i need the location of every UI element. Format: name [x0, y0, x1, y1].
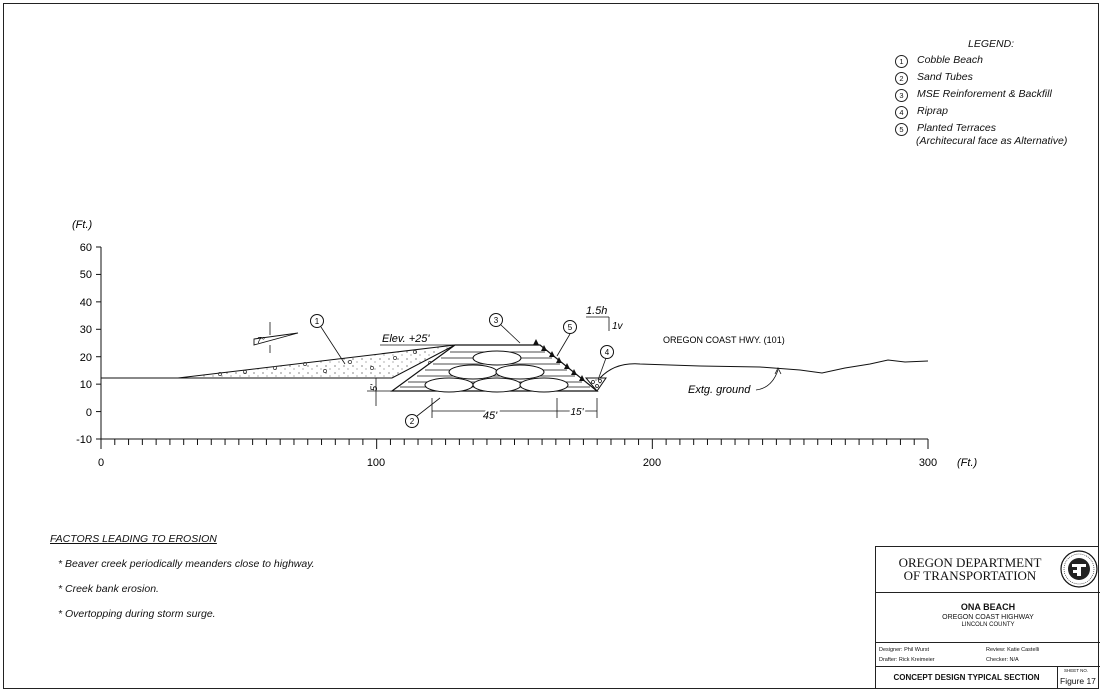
legend-label: Riprap [917, 105, 948, 117]
legend-label: MSE Reinforement & Backfill [917, 88, 1052, 100]
legend: LEGEND: 1 Cobble Beach 2 Sand Tubes 3 MSE R… [895, 38, 1095, 147]
dimension-5-label: 5' [369, 384, 379, 391]
title-block: OREGON DEPARTMENT OF TRANSPORTATION ONA … [875, 546, 1100, 689]
sheet-border [3, 3, 1099, 689]
y-tick-label: 10 [80, 379, 92, 391]
ground-leader [755, 369, 779, 391]
x-tick-label: 300 [919, 457, 937, 469]
legend-item-sub: (Architecural face as Alternative) [916, 135, 1068, 147]
callout-1 [310, 314, 324, 328]
callout-3-label: 3 [494, 316, 499, 325]
y-tick-label: -10 [76, 434, 92, 446]
legend-num: 2 [895, 72, 908, 85]
beach-angle-symbol [253, 332, 299, 346]
sheet-no-label: SHEET NO. [1064, 668, 1089, 673]
legend-num: 3 [895, 89, 908, 102]
ground-label: Extg. ground [688, 384, 751, 396]
erosion-factor: * Creek bank erosion. [58, 583, 159, 595]
y-axis-unit: (Ft.) [72, 219, 92, 231]
crew-info: Designer: Phil Wurst Review: Katie Caste… [876, 643, 1100, 667]
planted-terraces [533, 339, 585, 381]
sheet-footer: CONCEPT DESIGN TYPICAL SECTION SHEET NO.… [876, 667, 1100, 689]
callout-2 [405, 414, 419, 428]
x-axis-unit: (Ft.) [957, 457, 977, 469]
callout-5-label: 5 [568, 323, 573, 332]
legend-num: 4 [895, 106, 908, 119]
legend-item: 3 MSE Reinforement & Backfill [895, 88, 1095, 105]
x-tick-label: 100 [367, 457, 385, 469]
dimension-15-label: 15' [570, 407, 584, 418]
x-tick-label: 0 [98, 457, 104, 469]
erosion-factor: * Overtopping during storm surge. [58, 608, 216, 620]
project-highway: OREGON COAST HIGHWAY [942, 614, 1034, 621]
existing-ground-line [599, 359, 929, 379]
slope-h-label: 1.5h [586, 305, 607, 317]
y-tick-label: 20 [80, 352, 92, 364]
drafter: Drafter: Rick Kreimeier [879, 657, 935, 663]
legend-item: 5 Planted Terraces [895, 122, 1095, 139]
legend-num: 5 [895, 123, 908, 136]
dimension-45-label: 45' [483, 410, 498, 422]
callout-5 [563, 320, 577, 334]
callout-4 [600, 345, 614, 359]
sand-tubes [424, 350, 569, 393]
elevation-label: Elev. +25' [382, 333, 430, 345]
erosion-factors-title: FACTORS LEADING TO EROSION [50, 533, 217, 545]
beach-angle-label: 7° [257, 336, 265, 345]
figure-number: Figure 17 [1060, 676, 1096, 686]
legend-item: 4 Riprap [895, 105, 1095, 122]
legend-item: 2 Sand Tubes [895, 71, 1095, 88]
callout-3 [489, 313, 503, 327]
erosion-factor: * Beaver creek periodically meanders clo… [58, 558, 315, 570]
callout-1-label: 1 [315, 317, 320, 326]
legend-num: 1 [895, 55, 908, 68]
agency-line-1: OREGON DEPARTMENT [898, 555, 1042, 570]
odot-seal-icon [1060, 550, 1098, 588]
legend-label: Sand Tubes [917, 71, 973, 83]
project-county: LINCOLN COUNTY [961, 622, 1015, 628]
agency-header: OREGON DEPARTMENT OF TRANSPORTATION [876, 547, 1100, 593]
callout-4-label: 4 [605, 348, 610, 357]
y-tick-label: 40 [80, 297, 92, 309]
legend-label: Cobble Beach [917, 54, 983, 66]
erosion-factors: FACTORS LEADING TO EROSION * Beaver cree… [50, 533, 315, 633]
x-axis-ticks [100, 439, 929, 449]
agency-name: OREGON DEPARTMENT OF TRANSPORTATION [890, 556, 1050, 582]
legend-label: Planted Terraces [917, 122, 996, 134]
slope-v-label: 1v [612, 321, 624, 332]
project-info: ONA BEACH OREGON COAST HIGHWAY LINCOLN C… [876, 593, 1100, 643]
y-tick-label: 30 [80, 324, 92, 336]
highway-label: OREGON COAST HWY. (101) [663, 335, 785, 345]
y-tick-label: 60 [80, 242, 92, 254]
x-tick-label: 200 [643, 457, 661, 469]
project-name: ONA BEACH [960, 602, 1016, 612]
legend-title: LEGEND: [968, 38, 1015, 50]
agency-line-2: OF TRANSPORTATION [903, 568, 1037, 583]
reviewer: Review: Katie Castelli [986, 647, 1040, 653]
callout-2-label: 2 [410, 417, 415, 426]
checker: Checker: N/A [986, 657, 1019, 663]
legend-item: 1 Cobble Beach [895, 54, 1095, 71]
designer: Designer: Phil Wurst [879, 647, 930, 653]
y-tick-label: 50 [80, 269, 92, 281]
y-axis-ticks [96, 246, 101, 440]
sheet-title: CONCEPT DESIGN TYPICAL SECTION [876, 667, 1058, 689]
y-tick-label: 0 [86, 407, 92, 419]
cobble-beach [177, 344, 456, 379]
